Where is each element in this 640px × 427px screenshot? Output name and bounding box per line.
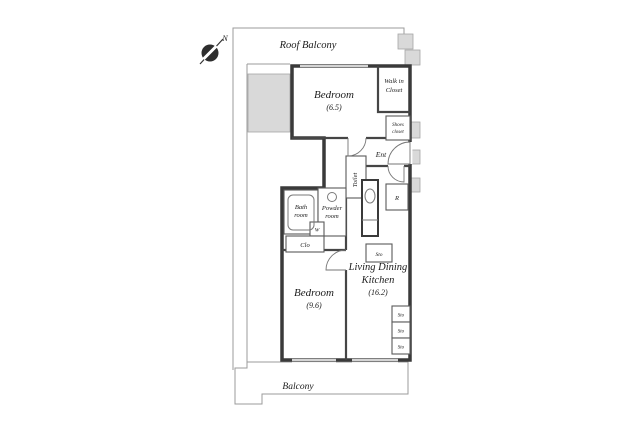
powder-label-2: room — [325, 213, 339, 220]
storage-kitchen — [365, 243, 393, 263]
ldk-label-2: Kitchen — [361, 275, 395, 286]
bath-label-2: room — [294, 212, 308, 219]
fridge-space — [385, 183, 409, 211]
doors — [325, 137, 411, 271]
duct-box-top-2 — [404, 49, 421, 66]
powder-label-1: Powder — [321, 205, 343, 212]
bedroom2-label: Bedroom — [294, 287, 334, 299]
north-label: N — [221, 34, 228, 43]
service-blocks — [247, 33, 421, 193]
outer-gray-area — [247, 73, 291, 133]
window-bedroom1 — [300, 63, 368, 69]
storage-right-label-2: Sto — [398, 330, 405, 335]
sink-icon — [327, 192, 337, 202]
ldk-size-label: (16.2) — [368, 288, 388, 297]
bedroom2-size-label: (9.6) — [306, 301, 322, 310]
bath-label-1: Bath — [295, 204, 307, 211]
north-arrow-icon: N — [199, 34, 228, 65]
storage-right-3 — [391, 337, 411, 355]
bedroom1-size-label: (6.5) — [326, 103, 342, 112]
small-rooms — [283, 115, 411, 355]
storage-right-label-3: Sto — [398, 346, 405, 351]
fridge-label: R — [394, 195, 399, 202]
toilet-label: Toilet — [352, 173, 359, 188]
ldk-door — [387, 165, 405, 183]
bathtub-icon — [287, 194, 315, 231]
entrance-door — [387, 141, 411, 165]
storage-kitchen-label: Sto — [375, 252, 382, 258]
closet — [285, 235, 325, 253]
fixtures — [287, 179, 379, 237]
bedroom2-door — [325, 249, 347, 271]
window-ldk — [352, 357, 398, 363]
closet-label: Clo — [300, 242, 310, 249]
duct-box-top-1 — [397, 33, 414, 50]
roof-balcony-label: Roof Balcony — [279, 40, 337, 51]
roof-balcony-outline — [232, 27, 405, 370]
kitchen-sink-icon — [364, 188, 376, 204]
entrance-label: Ent — [375, 150, 387, 159]
bedroom1-door — [347, 137, 367, 157]
kitchen-counter — [361, 179, 379, 237]
balcony-label: Balcony — [282, 382, 314, 392]
bedroom1-label: Bedroom — [314, 89, 354, 101]
shoes-closet — [385, 115, 411, 141]
walk-in-closet-label-1: Walk in — [384, 78, 403, 85]
balcony-outline — [234, 361, 409, 405]
window-bedroom2 — [292, 357, 336, 363]
shoes-closet-label-1: Shoes — [392, 123, 404, 128]
ldk-label-1: Living Dining — [348, 262, 408, 273]
walk-in-closet-label-2: Closet — [386, 87, 403, 94]
storage-right-label-1: Sto — [398, 314, 405, 319]
room-labels: Roof Balcony Balcony Bedroom (6.5) Walk … — [279, 40, 408, 392]
washer-label: W — [315, 228, 320, 234]
shoes-closet-label-2: closet — [392, 130, 404, 135]
